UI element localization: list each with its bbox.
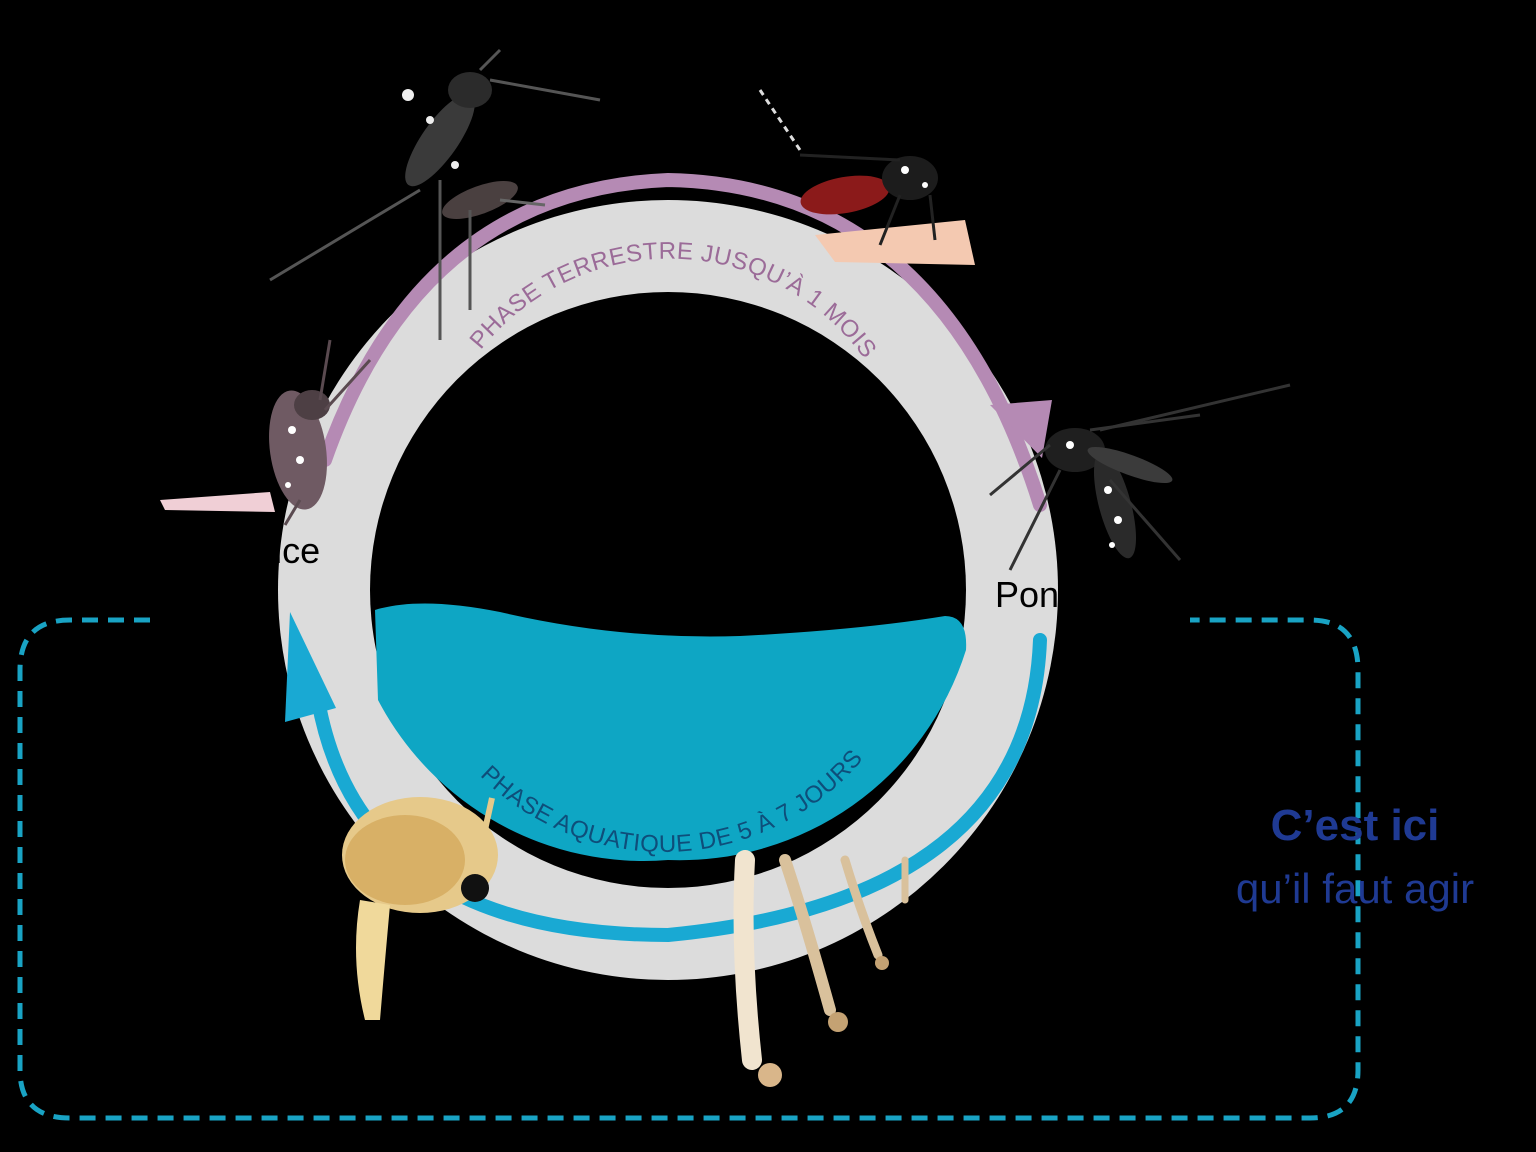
stage-label-nymphe: Nymphe (412, 952, 546, 993)
mosquito-adult-icon (989, 383, 1291, 571)
stage-label-emergence: ergence (190, 530, 320, 571)
aquatique-arrowhead (285, 612, 336, 722)
terrestre-arrowhead (990, 400, 1052, 458)
mosquito-blood-meal-icon (758, 89, 975, 265)
water-pool (375, 603, 967, 861)
pupa-icon (342, 797, 498, 1020)
callout-line-1: C’est ici (1271, 801, 1440, 850)
terrestre-arrow (318, 172, 1047, 512)
callout-line-2: qu’il faut agir (1236, 865, 1474, 912)
mosquito-emerging-icon (160, 339, 372, 526)
larvae-icon (733, 850, 909, 1087)
mosquito-mating-icon (269, 48, 601, 340)
stage-label-ponte: Ponte (995, 574, 1089, 615)
